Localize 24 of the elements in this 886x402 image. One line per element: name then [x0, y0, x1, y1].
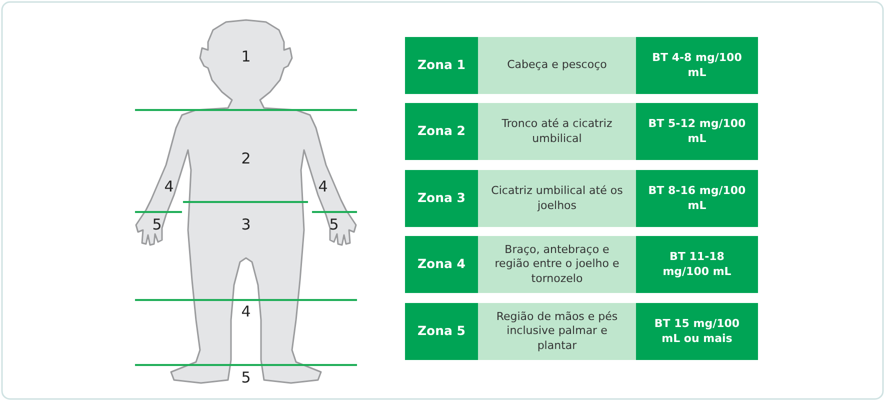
zone-number: 1 — [241, 50, 251, 64]
bilirubin-level-cell: BT 11-18 mg/100 mL — [636, 236, 758, 293]
zone-name-cell: Zona 2 — [405, 103, 478, 160]
zone-number: 5 — [329, 218, 339, 232]
bilirubin-level-cell: BT 15 mg/100 mL ou mais — [636, 303, 758, 360]
body-region-cell: Região de mãos e pés inclusive palmar e plantar — [478, 303, 636, 360]
zone-number: 5 — [152, 218, 162, 232]
zone-name-cell: Zona 3 — [405, 170, 478, 227]
bilirubin-level-cell: BT 8-16 mg/100 mL — [636, 170, 758, 227]
body-region-cell: Braço, antebraço e região entre o joelho e tornozelo — [478, 236, 636, 293]
body-region-cell: Cabeça e pescoço — [478, 37, 636, 94]
bilirubin-level-cell: BT 4-8 mg/100 mL — [636, 37, 758, 94]
body-region-cell: Tronco até a cicatriz umbilical — [478, 103, 636, 160]
bilirubin-level-cell: BT 5-12 mg/100 mL — [636, 103, 758, 160]
zone-name-cell: Zona 5 — [405, 303, 478, 360]
zone-number: 3 — [241, 218, 251, 232]
zone-number: 4 — [241, 304, 251, 320]
zone-name-cell: Zona 1 — [405, 37, 478, 94]
zone-number: 5 — [241, 370, 251, 386]
zone-number: 2 — [241, 152, 251, 166]
zone-number: 4 — [164, 180, 174, 194]
body-region-cell: Cicatriz umbilical até os joelhos — [478, 170, 636, 227]
zone-number: 4 — [318, 180, 328, 194]
zone-name-cell: Zona 4 — [405, 236, 478, 293]
